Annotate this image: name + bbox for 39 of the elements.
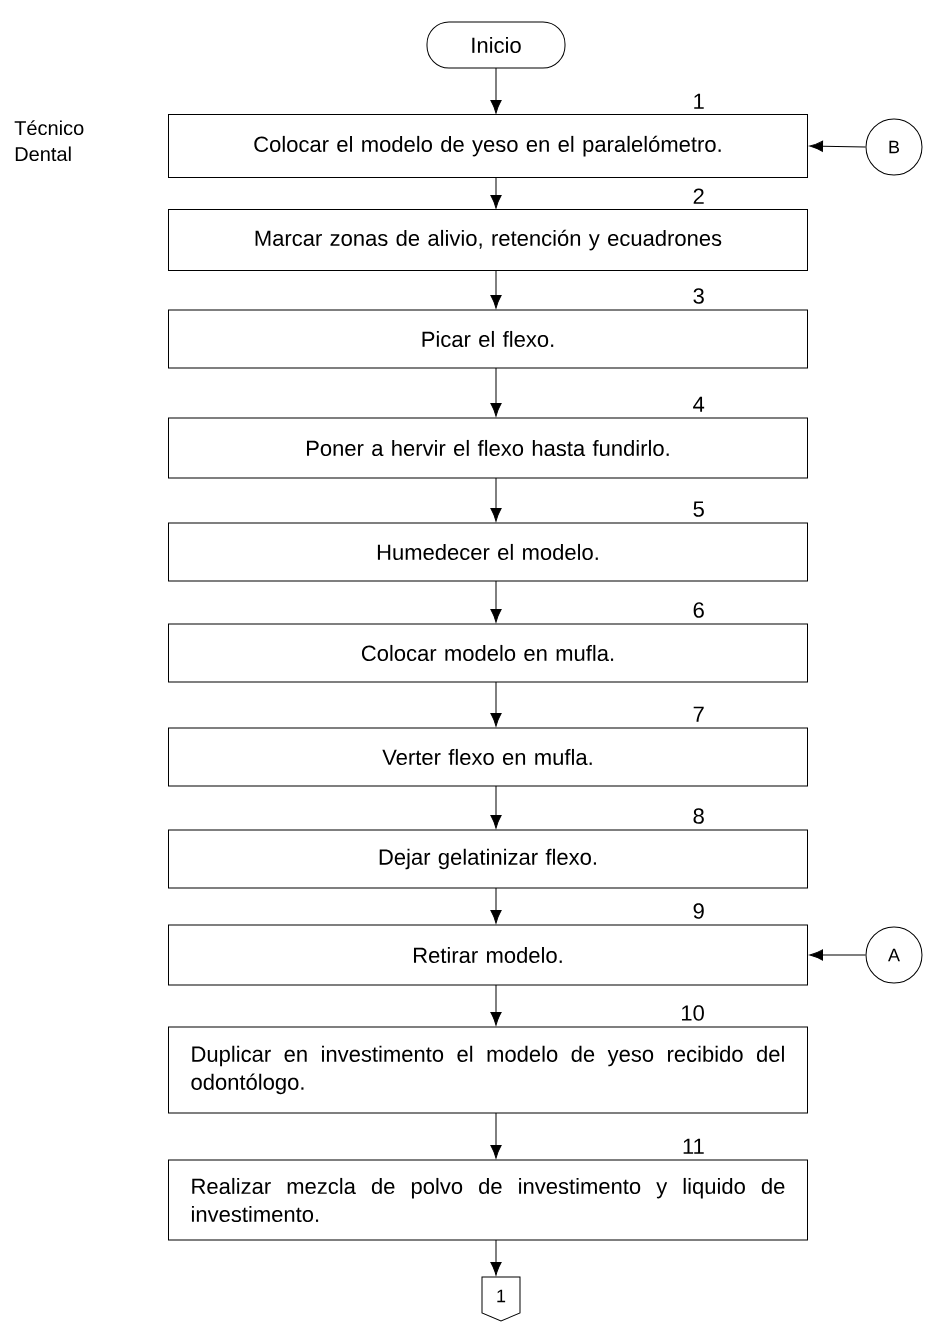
arrow [490, 681, 502, 727]
arrow [490, 177, 502, 209]
arrow [490, 580, 502, 623]
step-number: 3 [693, 288, 704, 304]
step-number: 7 [693, 706, 704, 722]
step-number: 6 [693, 602, 704, 618]
process-box: Colocar modelo en mufla. [168, 623, 808, 683]
process-box: Duplicar en investimento el modelo de yeso recibido del odontólogo. [168, 1026, 808, 1114]
arrow [490, 367, 502, 417]
arrow [490, 477, 502, 522]
process-box: Humedecer el modelo. [168, 522, 808, 582]
off-page-connector: 1 [481, 1276, 521, 1322]
arrow [490, 67, 502, 114]
arrow [490, 1112, 502, 1159]
arrow [490, 1239, 502, 1276]
role-label: Técnico Dental [14, 120, 84, 162]
process-box: Marcar zonas de alivio, retención y ecuadrones [168, 209, 808, 271]
step-number: 2 [693, 188, 704, 204]
step-number: 8 [693, 808, 704, 824]
process-box: Picar el flexo. [168, 309, 808, 369]
step-number: 5 [693, 501, 704, 517]
step-number: 1 [694, 93, 704, 109]
arrow [490, 270, 502, 309]
terminal-box: Inicio [426, 21, 566, 69]
arrow [490, 984, 502, 1026]
process-box: Retirar modelo. [168, 924, 808, 986]
arrow [809, 949, 866, 961]
process-box: Dejar gelatinizar flexo. [168, 829, 808, 889]
process-box: Realizar mezcla de polvo de investimento y liquido de investimento. [168, 1159, 808, 1241]
step-number: 4 [693, 396, 705, 412]
step-number: 11 [683, 1138, 704, 1154]
step-number: 10 [682, 1005, 704, 1021]
arrow [490, 887, 502, 924]
process-box: Verter flexo en mufla. [168, 727, 808, 787]
arrow [490, 785, 502, 829]
process-box: Colocar el modelo de yeso en el paralelómetro. [168, 114, 808, 178]
step-number: 9 [693, 903, 704, 919]
process-box: Poner a hervir el flexo hasta fundirlo. [168, 417, 808, 479]
arrow [809, 140, 866, 152]
